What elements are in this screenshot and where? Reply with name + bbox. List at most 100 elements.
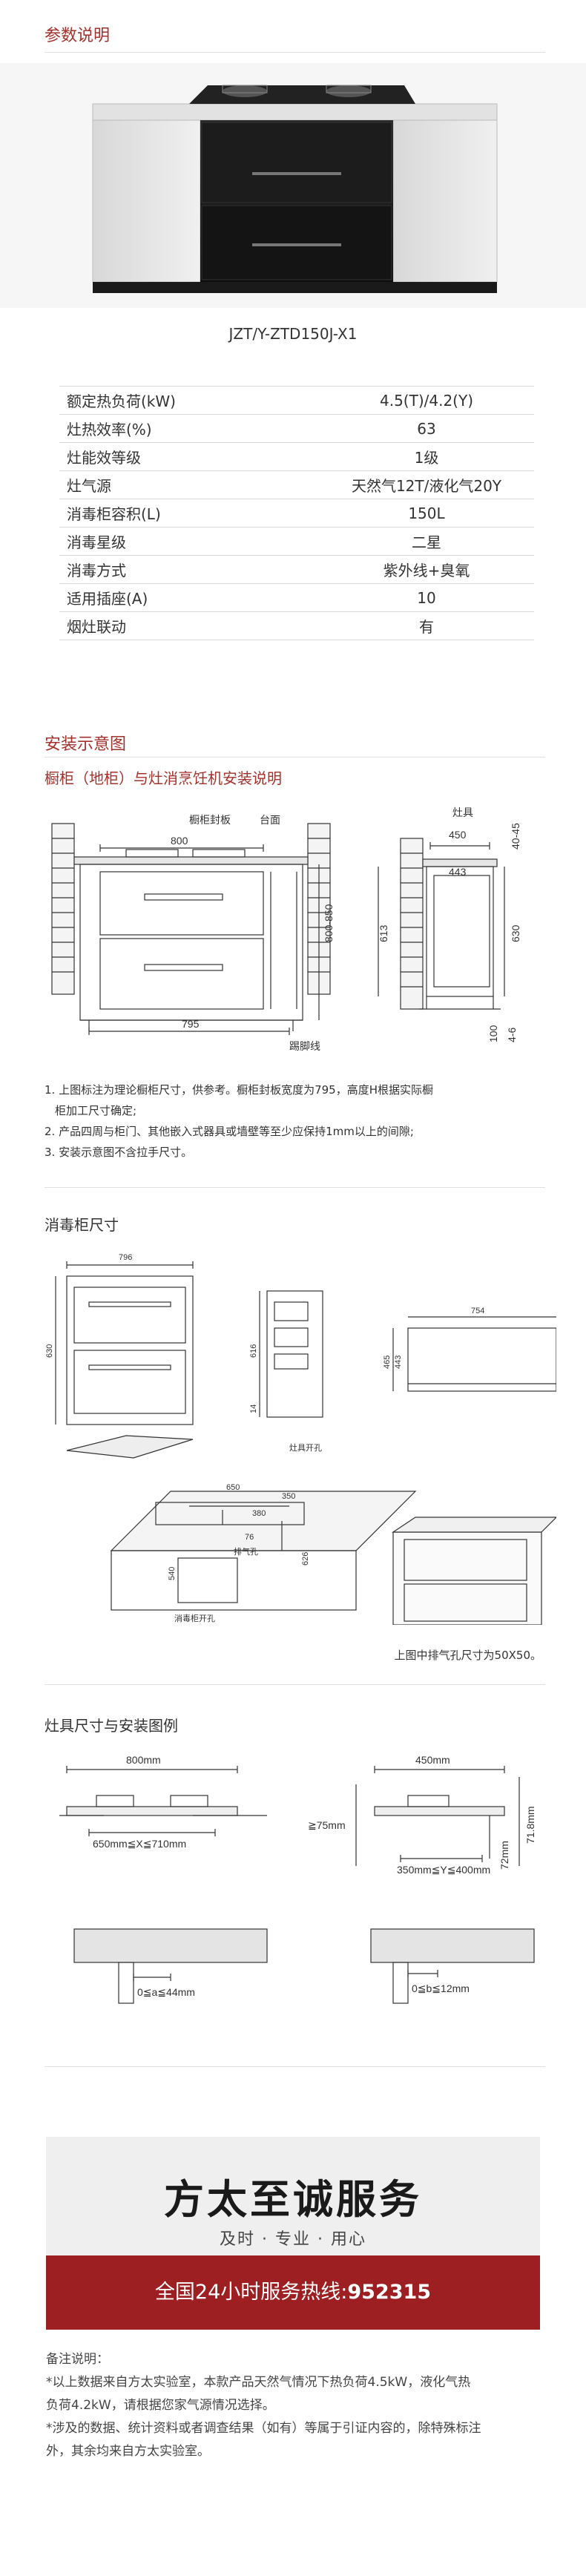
cabinet-diagram: 796 630 616 14 754 465 443 灶具开孔 650 380 … bbox=[45, 1246, 558, 1628]
remarks-title: 备注说明： bbox=[46, 2352, 109, 2367]
spec-row: 消毒柜容积(L)150L bbox=[59, 499, 534, 528]
dim-796: 796 bbox=[119, 1253, 132, 1262]
dim-71-8mm: 71.8mm bbox=[524, 1806, 536, 1844]
remark-line: 负荷4.2kW，请根据您家气源情况选择。 bbox=[46, 2398, 275, 2413]
dim-613: 613 bbox=[378, 924, 389, 942]
service-slogan: 及时 · 专业 · 用心 bbox=[220, 2230, 366, 2249]
spec-label: 额定热负荷(kW) bbox=[59, 386, 319, 415]
product-image bbox=[0, 63, 586, 308]
dim-380: 380 bbox=[252, 1509, 266, 1518]
dim-630: 630 bbox=[510, 924, 521, 942]
spec-value: 有 bbox=[319, 611, 534, 640]
spec-row: 适用插座(A)10 bbox=[59, 583, 534, 612]
spec-value: 天然气12T/液化气20Y bbox=[319, 470, 534, 499]
dim-443: 443 bbox=[449, 866, 467, 878]
vent-note: 上图中排气孔尺寸为50X50。 bbox=[394, 1649, 541, 1662]
range-y: 350mm≦Y≦400mm bbox=[397, 1864, 490, 1876]
spec-value: 1级 bbox=[319, 442, 534, 471]
dim-650: 650 bbox=[226, 1483, 240, 1492]
dim-626: 626 bbox=[301, 1552, 310, 1565]
spec-label: 灶热效率(%) bbox=[59, 414, 319, 443]
integrated-stove-illustration bbox=[92, 85, 498, 293]
spec-row: 灶热效率(%)63 bbox=[59, 414, 534, 443]
section-divider bbox=[45, 2066, 545, 2067]
spec-label: 适用插座(A) bbox=[59, 583, 319, 612]
remarks: 备注说明： *以上数据来自方太实验室，本款产品天然气情况下热负荷4.5kW，液化… bbox=[46, 2348, 543, 2463]
hotline-number: 952315 bbox=[347, 2281, 432, 2304]
spec-label: 灶气源 bbox=[59, 470, 319, 499]
install-diagram: 橱柜封板 台面 灶具 800 795 踢脚线 800-850 450 443 4… bbox=[45, 801, 556, 1064]
range-b: 0≦b≦12mm bbox=[412, 1982, 470, 1994]
remark-line: 外，其余均来自方太实验室。 bbox=[46, 2444, 210, 2459]
label-sealing: 橱柜封板 bbox=[189, 814, 231, 826]
label-stove: 灶具 bbox=[452, 806, 473, 818]
dim-450: 450 bbox=[449, 829, 467, 841]
section-title-install: 安装示意图 bbox=[45, 735, 127, 754]
section-divider bbox=[45, 1187, 545, 1188]
dim-450mm: 450mm bbox=[415, 1754, 450, 1766]
dim-76: 76 bbox=[245, 1533, 254, 1542]
label-stove-hole: 灶具开孔 bbox=[289, 1443, 322, 1453]
spec-row: 灶气源天然气12T/液化气20Y bbox=[59, 470, 534, 499]
section-title-params: 参数说明 bbox=[45, 27, 111, 45]
spec-value: 150L bbox=[319, 499, 534, 528]
spec-label: 消毒柜容积(L) bbox=[59, 499, 319, 528]
label-countertop: 台面 bbox=[260, 814, 280, 826]
range-x: 650mm≦X≦710mm bbox=[93, 1838, 186, 1850]
install-notes: 1. 上图标注为理论橱柜尺寸，供参考。橱柜封板宽度为795，高度H根据实际橱 柜… bbox=[45, 1080, 433, 1163]
dim-4-6: 4-6 bbox=[506, 1028, 518, 1042]
spec-value: 4.5(T)/4.2(Y) bbox=[319, 386, 534, 415]
spec-value: 63 bbox=[319, 414, 534, 443]
dim-40-45: 40-45 bbox=[510, 823, 521, 850]
spec-label: 消毒方式 bbox=[59, 555, 319, 584]
spec-value: 二星 bbox=[319, 527, 534, 556]
spec-label: 烟灶联动 bbox=[59, 611, 319, 640]
dim-800mm: 800mm bbox=[126, 1754, 161, 1766]
spec-label: 消毒星级 bbox=[59, 527, 319, 556]
spec-label: 灶能效等级 bbox=[59, 442, 319, 471]
spec-value: 10 bbox=[319, 583, 534, 612]
spec-row: 消毒方式紫外线+臭氧 bbox=[59, 555, 534, 584]
model-number: JZT/Y-ZTD150J-X1 bbox=[228, 325, 358, 343]
range-a: 0≦a≦44mm bbox=[137, 1986, 195, 1998]
label-vent: 排气孔 bbox=[234, 1546, 258, 1557]
section-divider bbox=[45, 1684, 545, 1685]
dim-540: 540 bbox=[168, 1567, 177, 1580]
hotline-banner: 全国24小时服务热线:952315 bbox=[46, 2255, 540, 2330]
install-note-line: 1. 上图标注为理论橱柜尺寸，供参考。橱柜封板宽度为795，高度H根据实际橱 bbox=[45, 1083, 433, 1097]
section-divider bbox=[45, 52, 545, 53]
dim-616: 616 bbox=[249, 1344, 258, 1358]
spec-value: 紫外线+臭氧 bbox=[319, 555, 534, 584]
dim-14: 14 bbox=[249, 1404, 258, 1413]
dim-350: 350 bbox=[282, 1492, 295, 1501]
dim-443: 443 bbox=[394, 1356, 403, 1369]
remark-line: *涉及的数据、统计资料或者调查结果（如有）等属于引证内容的，除特殊标注 bbox=[46, 2421, 481, 2436]
service-brand: 方太至诚服务 bbox=[164, 2175, 422, 2223]
dim-75mm: ≧75mm bbox=[308, 1819, 346, 1831]
label-kick: 踢脚线 bbox=[289, 1040, 320, 1052]
spec-row: 消毒星级二星 bbox=[59, 527, 534, 556]
dim-800-850: 800-850 bbox=[323, 904, 335, 942]
install-note-line: 柜加工尺寸确定; bbox=[55, 1104, 137, 1117]
hotline-prefix: 全国24小时服务热线: bbox=[154, 2281, 348, 2304]
section-divider bbox=[45, 757, 545, 758]
dim-630: 630 bbox=[45, 1344, 54, 1358]
install-note-line: 3. 安装示意图不含拉手尺寸。 bbox=[45, 1146, 193, 1159]
dim-100: 100 bbox=[487, 1025, 499, 1042]
spec-row: 额定热负荷(kW)4.5(T)/4.2(Y) bbox=[59, 386, 534, 415]
label-cab-hole: 消毒柜开孔 bbox=[174, 1613, 215, 1623]
spec-row: 烟灶联动有 bbox=[59, 611, 534, 640]
stove-diagram: 800mm 450mm 650mm≦X≦710mm 350mm≦Y≦400mm … bbox=[45, 1747, 556, 2040]
section-title-stove: 灶具尺寸与安装图例 bbox=[45, 1717, 178, 1735]
section-title-cabinet: 消毒柜尺寸 bbox=[45, 1216, 119, 1234]
remark-line: *以上数据来自方太实验室，本款产品天然气情况下热负荷4.5kW，液化气热 bbox=[46, 2375, 471, 2390]
dim-800: 800 bbox=[171, 835, 188, 847]
dim-72mm: 72mm bbox=[498, 1841, 510, 1870]
install-note-line: 2. 产品四周与柜门、其他嵌入式器具或墙壁等至少应保持1mm以上的间隙; bbox=[45, 1125, 414, 1138]
dim-754: 754 bbox=[471, 1307, 484, 1315]
install-subtitle: 橱柜（地柜）与灶消烹饪机安装说明 bbox=[45, 769, 282, 787]
dim-795: 795 bbox=[182, 1018, 200, 1030]
dim-465: 465 bbox=[383, 1356, 392, 1369]
